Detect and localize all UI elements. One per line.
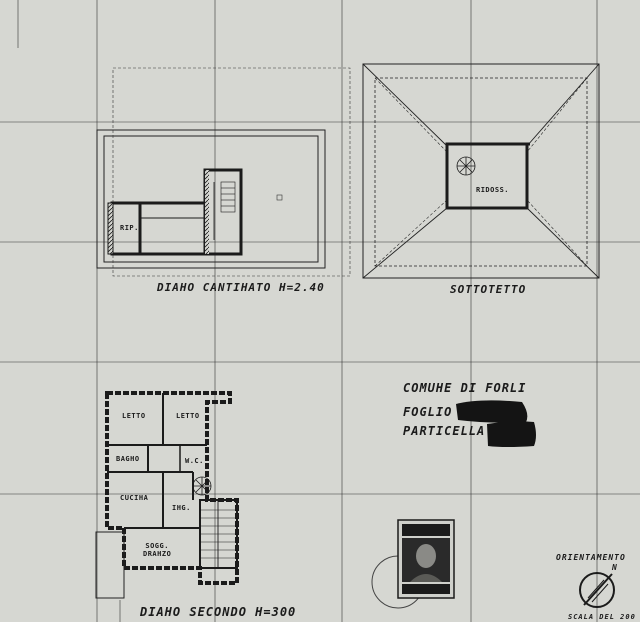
sottotetto-title: SOTTOTETTO (450, 283, 527, 296)
scala-label: SCALA DEL 200 (568, 613, 636, 621)
room-cucina: CUCIHA (120, 494, 149, 502)
stair-flight-icon (220, 181, 236, 213)
particella-label: PARTICELLA (403, 424, 486, 438)
north-label: N (612, 563, 618, 572)
room-wc: W.C. (185, 457, 204, 465)
room-soggiorno-line2: DRAHZO (143, 550, 172, 558)
room-letto-1: LETTO (122, 412, 146, 420)
spiral-staircase-icon (192, 476, 212, 496)
room-letto-2: LETTO (176, 412, 200, 420)
stair-flight-icon (200, 500, 237, 568)
plan-sottotetto (362, 63, 600, 279)
room-soggiorno-line1: SOGG. (145, 542, 169, 550)
foglio-label: FOGLIO (403, 405, 453, 419)
comune-label: COMUHE DI FORLI (403, 381, 527, 395)
room-ridosso: RIDOSS. (476, 186, 510, 194)
room-ing: IHG. (172, 504, 191, 512)
orientamento-label: ORIENTAMENTO (556, 553, 626, 562)
cantinato-title: DIAHO CANTIHATO H=2.40 (157, 281, 325, 294)
compass-icon (579, 572, 615, 608)
secondo-title: DIAHO SECONDO H=300 (140, 605, 297, 619)
room-soggiorno: SOGG. DRAHZO (143, 542, 171, 558)
stamp-icon (371, 519, 455, 609)
room-rip: RIP. (120, 224, 139, 232)
plan-secondo (95, 391, 239, 599)
spiral-staircase-icon (456, 156, 476, 176)
plan-cantinato (96, 67, 351, 277)
redaction-marks (456, 400, 536, 447)
room-bagno: BAGHO (116, 455, 140, 463)
